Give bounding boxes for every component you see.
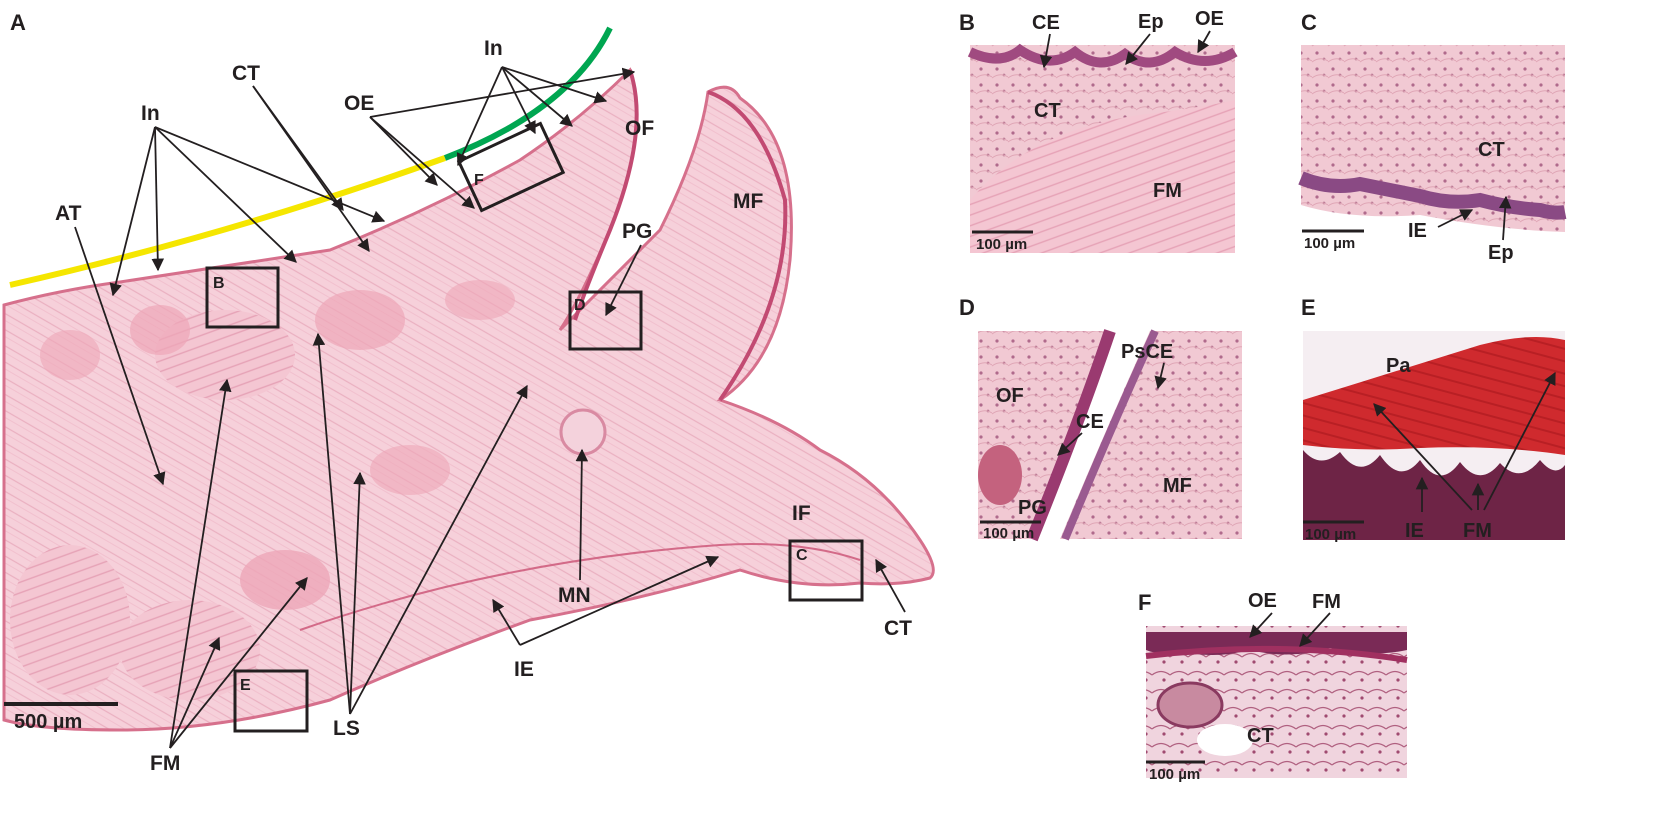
label-if: IF	[792, 502, 811, 525]
epithelium-e	[1303, 450, 1565, 540]
panel-a-letter: A	[10, 10, 26, 35]
mf-epithelium-d	[1061, 329, 1159, 541]
box-d[interactable]	[568, 290, 643, 351]
box-c[interactable]	[788, 539, 864, 602]
box-b-label: B	[213, 275, 225, 292]
f-label-oe: OE	[1248, 590, 1277, 612]
panel-e-arrows	[1373, 371, 1556, 512]
b-label-oe: OE	[1195, 8, 1224, 30]
b-label-ct: CT	[1034, 100, 1061, 122]
scale-label-b: 100 µm	[976, 236, 1027, 253]
box-e[interactable]	[233, 669, 309, 733]
d-label-ce: CE	[1076, 411, 1104, 433]
box-e-label: E	[240, 677, 251, 694]
scale-label-c: 100 µm	[1304, 235, 1355, 252]
panel-d: D PsCE OF CE MF PG 100 µm	[959, 295, 1242, 542]
panel-f-letter: F	[1138, 590, 1151, 615]
panel-b: B CE Ep OE CT FM 100 µm	[959, 8, 1238, 253]
c-label-ct: CT	[1478, 139, 1505, 161]
muscle-bundle	[130, 305, 190, 355]
b-label-fm: FM	[1153, 180, 1182, 202]
muscle-band-e	[1303, 336, 1565, 455]
label-oe: OE	[344, 92, 374, 115]
label-in-top: In	[484, 37, 503, 60]
panel-c-arrows	[1437, 195, 1512, 241]
d-label-of: OF	[996, 385, 1024, 407]
box-c-label: C	[796, 547, 808, 564]
muscle-bundle	[155, 310, 295, 400]
muscle-bundle	[240, 550, 330, 610]
panel-a-arrows	[74, 66, 906, 749]
label-fm: FM	[150, 752, 180, 775]
c-label-ie: IE	[1408, 220, 1427, 242]
scale-label-d: 100 µm	[983, 525, 1034, 542]
epithelium-b	[967, 43, 1238, 68]
panel-e-letter: E	[1301, 295, 1316, 320]
scale-label-e: 100 µm	[1305, 526, 1356, 543]
label-ct-top: CT	[232, 62, 260, 85]
box-d-label: D	[574, 297, 586, 314]
box-f-label: F	[474, 172, 484, 189]
panel-c-letter: C	[1301, 10, 1317, 35]
muscle-bundle	[370, 445, 450, 495]
e-label-ie: IE	[1405, 520, 1424, 542]
muscle-f	[1145, 645, 1408, 663]
of-epithelium-d	[1026, 329, 1116, 542]
muscle-region-b	[970, 100, 1235, 253]
main-nerve	[559, 408, 607, 456]
panel-e: E Pa IE FM 100 µm	[1301, 295, 1565, 543]
c-label-ep: Ep	[1488, 242, 1514, 264]
label-pg: PG	[622, 220, 652, 243]
panel-b-letter: B	[959, 10, 975, 35]
label-ct-right: CT	[884, 617, 912, 640]
outer-fold-epithelium	[573, 69, 639, 321]
panel-f: F OE FM CT 100 µm	[1138, 590, 1408, 783]
cavity-f	[1197, 724, 1253, 756]
channel-d	[1030, 331, 1150, 539]
muscle-bundle	[10, 545, 130, 695]
muscle-bundle	[40, 330, 100, 380]
scale-label-f: 100 µm	[1149, 766, 1200, 783]
scale-label-a: 500 µm	[14, 711, 82, 733]
panel-d-letter: D	[959, 295, 975, 320]
label-mn: MN	[558, 584, 591, 607]
muscle-bundle	[315, 290, 405, 350]
label-ls: LS	[333, 717, 360, 740]
box-b[interactable]	[205, 266, 280, 329]
panel-c: C CT IE Ep 100 µm	[1298, 10, 1567, 264]
label-in-left: In	[141, 102, 160, 125]
middle-fold-epithelium	[707, 90, 788, 402]
f-label-fm: FM	[1312, 591, 1341, 613]
vessel-f	[1156, 681, 1224, 729]
label-at: AT	[55, 202, 82, 225]
inner-epithelium-line	[299, 543, 861, 631]
muscle-bundle	[120, 600, 260, 700]
panel-a: A B F D C E In CT OE	[2, 10, 935, 775]
white-area-c	[1301, 205, 1565, 255]
d-label-pg: PG	[1018, 497, 1047, 519]
b-label-ce: CE	[1032, 12, 1060, 34]
label-ie: IE	[514, 658, 534, 681]
b-label-ep: Ep	[1138, 11, 1164, 33]
f-label-ct: CT	[1247, 725, 1274, 747]
e-label-fm: FM	[1463, 520, 1492, 542]
muscle-bundle	[445, 280, 515, 320]
d-label-mf: MF	[1163, 475, 1192, 497]
label-of: OF	[625, 117, 654, 140]
d-label-psce: PsCE	[1121, 341, 1173, 363]
panel-b-arrows	[1039, 30, 1211, 69]
e-label-pa: Pa	[1386, 355, 1411, 377]
panel-f-arrows	[1249, 612, 1331, 647]
green-curve	[443, 26, 613, 161]
box-f[interactable]	[456, 121, 566, 213]
epithelium-c	[1298, 171, 1567, 220]
yellow-curve	[9, 155, 447, 288]
panel-d-arrows	[1057, 362, 1167, 456]
pg-cells-d	[978, 445, 1022, 505]
label-mf: MF	[733, 190, 763, 213]
